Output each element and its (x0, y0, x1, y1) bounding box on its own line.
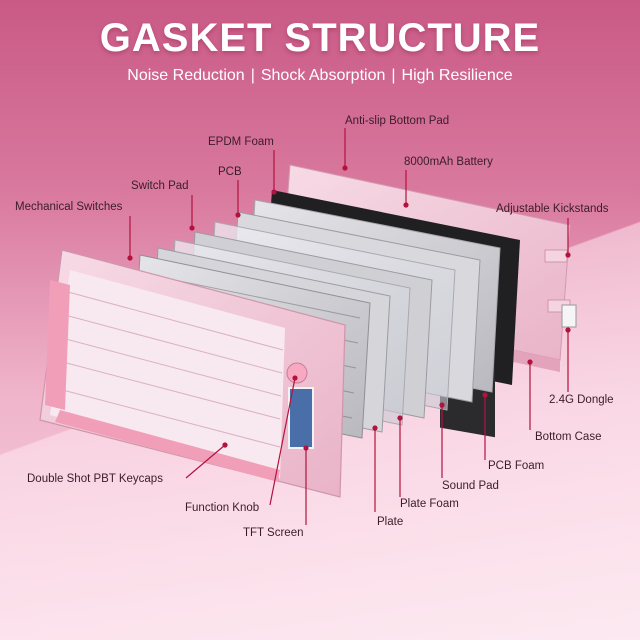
label-anti-slip-bottom-pad: Anti-slip Bottom Pad (345, 115, 450, 127)
page-subtitle: Noise Reduction | Shock Absorption | High Re… (0, 67, 640, 85)
label-plate-foam: Plate Foam (400, 498, 459, 510)
subtitle-resilience: High Resilience (401, 67, 513, 84)
leader-lines (127, 128, 571, 525)
label-tft-screen: TFT Screen (243, 527, 304, 539)
dongle (561, 304, 577, 328)
page-title: GASKET STRUCTURE (99, 16, 541, 60)
label-epdm-foam: EPDM Foam (208, 136, 274, 148)
subtitle-shock: Shock Absorption (260, 67, 386, 84)
pink-keycaps-left (45, 280, 70, 410)
label-function-knob: Function Knob (185, 502, 260, 514)
kickstand-left (544, 249, 568, 263)
pink-keycaps-bottom (55, 410, 280, 482)
label-mechanical-switches: Mechanical Switches (15, 201, 123, 213)
label-pcb-foam: PCB Foam (488, 460, 545, 472)
label-adjustable-kickstands: Adjustable Kickstands (496, 203, 609, 215)
label-bottom-case: Bottom Case (535, 431, 602, 443)
subtitle-sep-2: | (391, 67, 396, 84)
function-knob (286, 362, 308, 384)
subtitle-noise: Noise Reduction (127, 67, 245, 84)
label-pcb: PCB (218, 166, 242, 178)
label-dongle: 2.4G Dongle (549, 394, 614, 406)
tft-screen (288, 387, 314, 449)
label-switch-pad: Switch Pad (131, 180, 189, 192)
label-sound-pad: Sound Pad (442, 480, 499, 492)
label-keycaps: Double Shot PBT Keycaps (27, 473, 163, 485)
keycaps-grid (54, 291, 284, 448)
subtitle-sep-1: | (250, 67, 255, 84)
label-plate: Plate (377, 516, 404, 528)
label-battery: 8000mAh Battery (404, 156, 493, 168)
